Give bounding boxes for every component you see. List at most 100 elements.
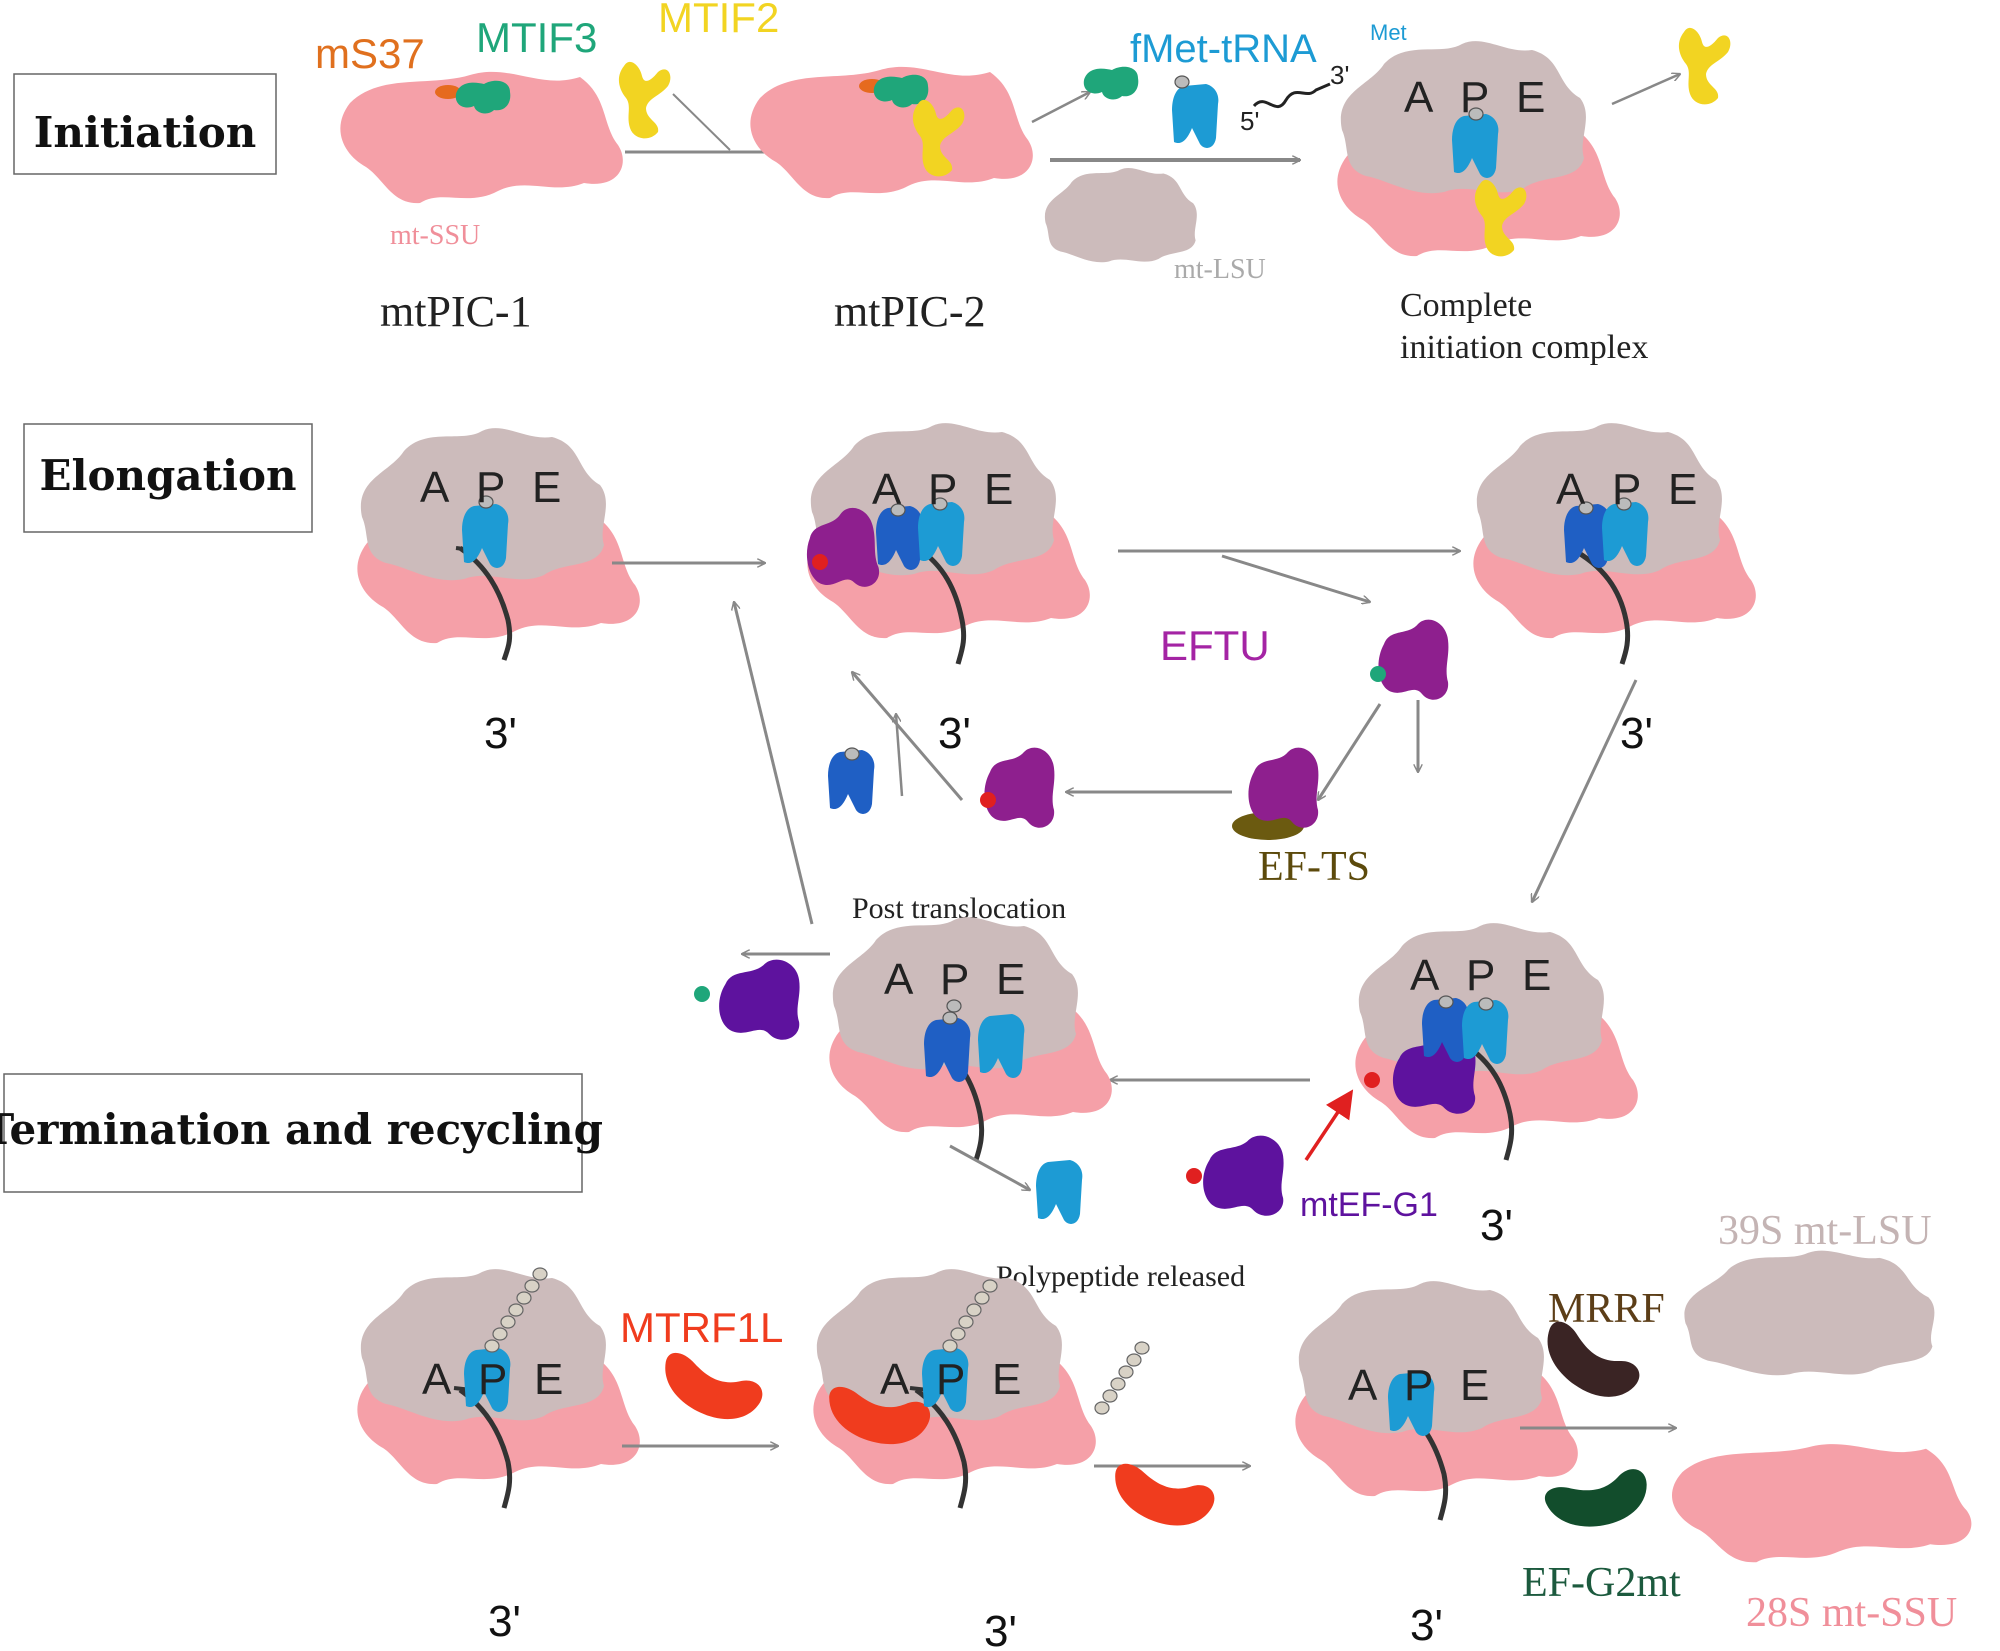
tr-three-prime: 3' (1480, 1201, 1513, 1250)
e2-site-a: A (872, 465, 902, 514)
eftu-gtp-shape (984, 747, 1055, 828)
label-mtrf1l: MTRF1L (620, 1304, 783, 1351)
label-polypeptide-released: Polypeptide released (996, 1260, 1245, 1293)
mt-lsu-free-shape (1044, 167, 1197, 263)
post-site-p: P (940, 955, 969, 1004)
arrow-eftu-to-efts (1318, 703, 1382, 800)
tr-site-a: A (1410, 951, 1440, 1000)
complete-site-p: P (1460, 73, 1489, 122)
t2-site-e: E (992, 1355, 1021, 1404)
t2-site-a: A (880, 1355, 910, 1404)
arrow-ternary-to-e2 (852, 672, 964, 801)
mtrf1l-released-shape (1105, 1461, 1218, 1536)
label-mt-lsu: mt-LSU (1174, 254, 1266, 285)
t3-site-e: E (1460, 1361, 1489, 1410)
released-trna-shape (1036, 1160, 1083, 1224)
e1-site-a: A (420, 463, 450, 512)
label-39s-lsu: 39S mt-LSU (1718, 1208, 1932, 1254)
label-mtpic2: mtPIC-2 (834, 287, 986, 336)
section-title-elongation: Elongation (39, 451, 296, 500)
eftu-gdp-shape (1378, 619, 1449, 700)
tr-site-e: E (1522, 951, 1551, 1000)
released-polypeptide-chain (1094, 1341, 1150, 1415)
section-box-elongation: Elongation (23, 423, 313, 533)
complete-site-e: E (1516, 73, 1545, 122)
tr-site-p: P (1466, 951, 1495, 1000)
t3-three-prime: 3' (1410, 1601, 1443, 1650)
arrow-mtefg1-binding (1304, 1089, 1354, 1161)
elongation-ribosome-post-accommodation (1473, 423, 1755, 665)
t1-site-p: P (478, 1355, 507, 1404)
ssu-28s-shape (1671, 1444, 1972, 1563)
mtif2-free-shape (618, 61, 671, 139)
mtif3-released-shape (1083, 66, 1139, 100)
e1-site-p: P (476, 463, 505, 512)
section-title-termination: Termination and recycling (0, 1105, 603, 1154)
termination-ribosome-rf-bound (813, 1269, 1095, 1509)
t1-site-e: E (534, 1355, 563, 1404)
label-complete-line1: Complete (1400, 287, 1532, 324)
label-mt-ssu: mt-SSU (390, 220, 480, 251)
e3-site-a: A (1556, 465, 1586, 514)
e3-site-e: E (1668, 465, 1697, 514)
e3-three-prime: 3' (1620, 709, 1653, 758)
arrow-mtif3-release (1031, 92, 1090, 124)
label-fmet-sup: Met (1370, 20, 1407, 45)
t1-three-prime: 3' (488, 1597, 521, 1646)
lsu-39s-shape (1684, 1250, 1935, 1376)
mtefg1-free-shape (1203, 1135, 1284, 1216)
mtrf1l-free-shape (653, 1349, 767, 1431)
arrow-mtif2-join (672, 93, 731, 151)
t2-three-prime: 3' (984, 1607, 1017, 1651)
post-site-a: A (884, 955, 914, 1004)
mtpic2-complex (750, 66, 1033, 199)
label-ms37: mS37 (315, 30, 425, 77)
label-ef-g2mt: EF-G2mt (1522, 1560, 1681, 1606)
mtpic1-complex (340, 71, 623, 204)
e1-three-prime: 3' (484, 709, 517, 758)
mtif2-released-shape (1678, 27, 1731, 105)
arrow-return-to-delivery (734, 602, 814, 925)
post-translocation-ribosome (829, 917, 1111, 1161)
e1-site-e: E (532, 463, 561, 512)
label-mrrf: MRRF (1548, 1286, 1665, 1332)
label-mrna-3: 3' (1330, 60, 1349, 90)
complete-initiation-complex (1337, 41, 1619, 257)
elongation-ribosome-aa-delivery (800, 423, 1090, 665)
e2-three-prime: 3' (938, 709, 971, 758)
label-complete-line2: initiation complex (1400, 329, 1648, 366)
termination-ribosome-post-release (1295, 1281, 1577, 1521)
arrow-mtif2-release (1611, 74, 1680, 106)
label-eftu: EFTU (1160, 622, 1270, 669)
t3-site-a: A (1348, 1361, 1378, 1410)
arrow-trna-exit (949, 1144, 1030, 1192)
label-efts: EF-TS (1258, 844, 1370, 890)
ribosome-with-mtefg1 (1355, 923, 1637, 1161)
e2-site-e: E (984, 465, 1013, 514)
label-mtpic1: mtPIC-1 (380, 287, 532, 336)
eftu-efts-complex (1232, 747, 1319, 840)
arrow-aa-trna-up (896, 714, 904, 797)
t2-site-p: P (936, 1355, 965, 1404)
arrow-eftu-release (1221, 554, 1370, 602)
label-mrna-5: 5' (1240, 106, 1259, 136)
mrna-fragment (1252, 82, 1331, 108)
label-mtefg1: mtEF-G1 (1300, 1186, 1438, 1224)
label-28s-ssu: 28S mt-SSU (1746, 1590, 1957, 1636)
e2-site-p: P (928, 465, 957, 514)
ms37-shape (435, 85, 461, 99)
section-box-termination: Termination and recycling (0, 1073, 603, 1193)
t3-site-p: P (1404, 1361, 1433, 1410)
fmet-trna-shape (1172, 84, 1219, 148)
ef-g2mt-shape (1542, 1464, 1655, 1539)
complete-site-a: A (1404, 73, 1434, 122)
label-mtif2: MTIF2 (658, 0, 779, 41)
e3-site-p: P (1612, 465, 1641, 514)
mtefg1-released-shape (719, 959, 800, 1040)
post-site-e: E (996, 955, 1025, 1004)
label-fmet-trna: fMet-tRNA (1130, 27, 1317, 71)
elongation-ribosome-start (357, 428, 639, 661)
termination-ribosome-stop (357, 1267, 639, 1509)
section-title-initiation: Initiation (34, 108, 257, 157)
